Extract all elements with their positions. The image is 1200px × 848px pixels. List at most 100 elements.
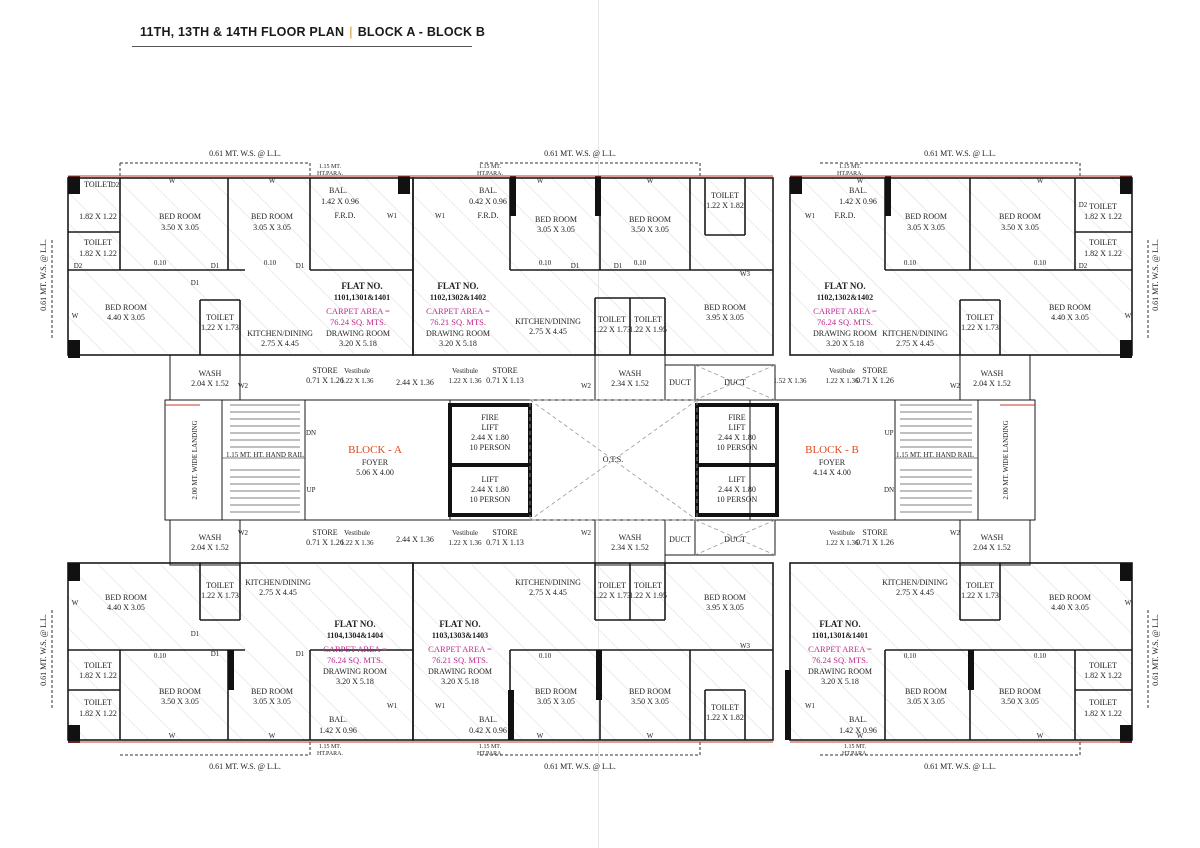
ht-para-5b: HT.PARA. — [477, 751, 504, 757]
room-dim: 2.75 X 4.45 — [896, 339, 934, 348]
flat-numbers: 1104,1304&1404 — [327, 631, 383, 640]
carpet-area-value: 76.24 SQ. MTS. — [812, 655, 868, 665]
ht-para-1b: HT.PARA. — [317, 171, 344, 177]
room-label: KITCHEN/DINING — [245, 578, 311, 587]
window-tag: W — [1125, 599, 1132, 607]
window-tag: W — [169, 177, 176, 185]
ht-para-2b: HT.PARA. — [477, 171, 504, 177]
window-tag: W1 — [435, 702, 446, 710]
room-dim: 3.20 X 5.18 — [821, 677, 859, 686]
vestibule-label: Vestibule — [452, 529, 478, 537]
toilet-label: TOILET — [1089, 661, 1117, 670]
window-tag: W — [1125, 312, 1132, 320]
title-main: 11TH, 13TH & 14TH FLOOR PLAN — [140, 25, 345, 39]
store-label: STORE — [862, 528, 887, 537]
window-tag: W — [1037, 732, 1044, 740]
lobby-dim: 2.44 X 1.36 — [396, 378, 434, 387]
carpet-area-label: CARPET AREA = — [326, 306, 390, 316]
toilet-label: TOILET — [206, 581, 234, 590]
title-underline — [132, 46, 472, 47]
bal-dim: 1.42 X 0.96 — [839, 197, 877, 206]
duct-label: DUCT — [669, 535, 691, 544]
carpet-area-label: CARPET AREA = — [323, 644, 387, 654]
toilet-label: TOILET — [1089, 698, 1117, 707]
toilet-label: TOILET — [711, 703, 739, 712]
ws-label-bot-left: 0.61 MT. W.S. @ L.L. — [209, 762, 281, 771]
hand-rail-label: 1.15 MT. HT. HAND RAIL — [226, 451, 304, 459]
room-label: DRAWING ROOM — [428, 667, 492, 676]
toilet-dim: 1.22 X 1.73 — [593, 591, 631, 600]
lintel-tag: 0.10 — [1034, 652, 1047, 660]
toilet-label: TOILET — [84, 180, 112, 189]
toilet-label: TOILET — [966, 581, 994, 590]
room-label: BED ROOM — [1049, 303, 1091, 312]
lift-label: LIFT — [482, 475, 499, 484]
door-tag: D2 — [111, 181, 120, 189]
window-tag: W1 — [387, 702, 398, 710]
room-dim: 3.95 X 3.05 — [706, 313, 744, 322]
carpet-area-value: 76.24 SQ. MTS. — [330, 317, 386, 327]
toilet-label: TOILET — [598, 315, 626, 324]
duct-label: DUCT — [669, 378, 691, 387]
toilet-dim: 1.22 X 1.73 — [593, 325, 631, 334]
ht-para-4: 1.15 MT. — [319, 744, 342, 750]
vestibule-label: Vestibule — [452, 367, 478, 375]
window-tag: W2 — [238, 529, 249, 537]
lintel-tag: 0.10 — [1034, 259, 1047, 267]
lintel-tag: 0.10 — [904, 652, 917, 660]
door-tag: D2 — [1079, 201, 1088, 209]
landing-label: 2.00 MT. WIDE LANDING — [1002, 420, 1010, 499]
window-tag: W — [537, 732, 544, 740]
door-tag: D1 — [191, 630, 200, 638]
ws-label-top-left: 0.61 MT. W.S. @ L.L. — [209, 149, 281, 158]
room-dim: 3.20 X 5.18 — [826, 339, 864, 348]
door-tag: D2 — [1079, 262, 1088, 270]
title-blocks: BLOCK A - BLOCK B — [357, 25, 486, 39]
vestibule-side-dim: 1.52 X 1.36 — [773, 377, 807, 385]
window-tag: W — [169, 732, 176, 740]
room-label: BED ROOM — [629, 687, 671, 696]
window-tag: W3 — [740, 270, 751, 278]
staircases — [222, 404, 978, 513]
page-title: 11TH, 13TH & 14TH FLOOR PLAN|BLOCK A - B… — [140, 25, 485, 39]
vestibule-label: Vestibule — [829, 367, 855, 375]
lift-label: LIFT — [482, 423, 499, 432]
ws-label-side-br: 0.61 MT. W.S. @ L.L. — [1151, 614, 1160, 686]
flat-no-label: FLAT NO. — [334, 619, 375, 629]
room-label: DRAWING ROOM — [426, 329, 490, 338]
door-tag: D1 — [211, 262, 220, 270]
window-tag: W2 — [238, 382, 249, 390]
structural-columns — [68, 176, 1132, 743]
lintel-tag: 0.10 — [154, 652, 167, 660]
window-tag: W2 — [950, 529, 961, 537]
window-tag: W3 — [740, 642, 751, 650]
frd-label: F.R.D. — [835, 211, 856, 220]
vestibule-dim: 1.22 X 1.36 — [448, 539, 482, 547]
room-dim: 3.95 X 3.05 — [706, 603, 744, 612]
room-label: BED ROOM — [105, 303, 147, 312]
wash-label: WASH — [199, 369, 222, 378]
store-label: STORE — [312, 366, 337, 375]
flat-numbers: 1103,1303&1403 — [432, 631, 488, 640]
room-label: KITCHEN/DINING — [882, 329, 948, 338]
parapet-accents — [68, 175, 1132, 743]
hand-rail-label: 1.15 MT. HT. HAND RAIL — [896, 451, 974, 459]
flat-no-label: FLAT NO. — [439, 619, 480, 629]
toilet-label: TOILET — [634, 315, 662, 324]
fire-label: FIRE — [728, 413, 745, 422]
toilet-dim: 1.22 X 1.82 — [706, 713, 744, 722]
vestibule-dim: 1.22 X 1.36 — [340, 377, 374, 385]
vestibule-label: Vestibule — [344, 367, 370, 375]
room-label: BED ROOM — [535, 215, 577, 224]
outer-outline — [51, 162, 1149, 756]
window-tag: W — [857, 732, 864, 740]
flat-no-label: FLAT NO. — [819, 619, 860, 629]
room-label: BED ROOM — [905, 687, 947, 696]
wash-label: WASH — [199, 533, 222, 542]
toilet-dim: 1.22 X 1.73 — [961, 591, 999, 600]
block-a-label: BLOCK - A — [348, 444, 402, 456]
room-dim: 3.20 X 5.18 — [339, 339, 377, 348]
room-label: DRAWING ROOM — [326, 329, 390, 338]
room-label: KITCHEN/DINING — [515, 317, 581, 326]
